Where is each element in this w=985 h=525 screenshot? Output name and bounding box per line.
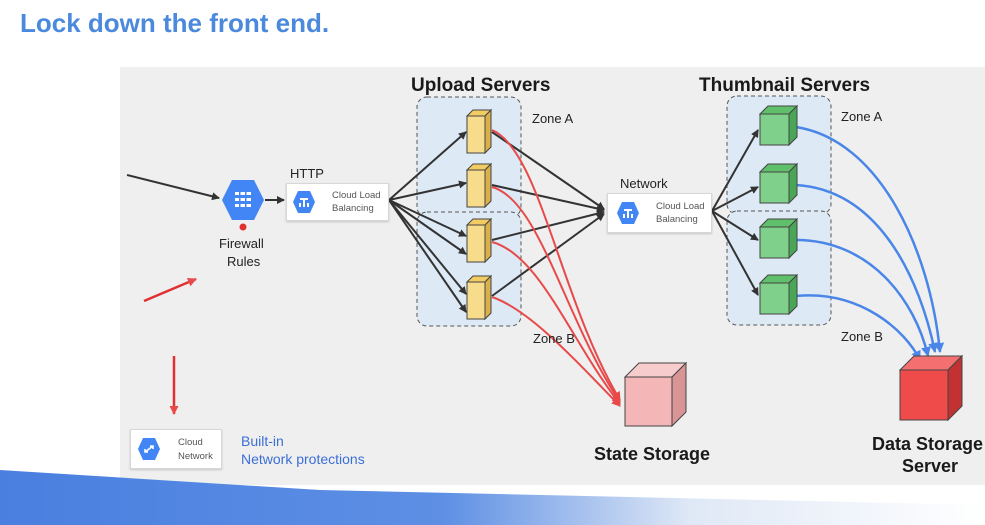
thumbnail-server-4 [758,273,799,316]
network-lb-text-line2: Balancing [656,214,698,225]
load-balancer-icon [293,191,315,213]
firewall-label-line1: Firewall [219,236,264,251]
upload-server-4 [465,274,493,321]
load-balancer-icon [617,202,639,224]
lb-to-upload-arrows [388,131,467,313]
http-lb-text-line1: Cloud Load [332,190,381,201]
upload-servers-heading: Upload Servers [411,75,551,96]
state-storage-cube [623,361,688,428]
cloud-network-text-line2: Network [178,451,213,462]
cursor-dot [239,223,247,231]
thumbnail-server-1 [758,104,799,147]
http-load-balancer-card[interactable]: Cloud Load Balancing [286,183,389,221]
http-lb-text-line2: Balancing [332,203,374,214]
builtin-label-line1: Built-in [241,433,284,449]
cloud-network-text-line1: Cloud [178,437,203,448]
annotation-arrow-diagonal [143,277,197,303]
network-lb-to-thumb-arrows [711,129,759,296]
data-storage-label-line1: Data Storage [872,434,984,454]
diagram-panel [120,67,985,485]
firewall-label-line2: Rules [227,254,261,269]
cloud-network-icon [138,438,160,460]
slide-title: Lock down the front end. [20,8,330,38]
thumbnail-server-3 [758,217,799,260]
upload-server-1 [465,108,493,155]
thumb-to-data-storage-arrows [795,125,945,361]
thumb-zone-b-label: Zone B [841,329,883,344]
incoming-traffic-arrow [126,174,220,201]
network-lb-text-line1: Cloud Load [656,201,705,212]
network-load-balancer-card[interactable]: Cloud Load Balancing [607,193,712,233]
builtin-label-line2: Network protections [241,451,365,467]
thumbnail-servers-heading: Thumbnail Servers [699,75,871,96]
upload-server-3 [465,217,493,264]
cloud-network-card[interactable]: Cloud Network [130,429,222,469]
upload-server-2 [465,162,493,209]
bottom-accent-bar [0,470,985,525]
http-label: HTTP [290,166,324,181]
firewall-icon [222,180,264,220]
thumbnail-server-2 [758,162,799,205]
data-storage-label-line2: Server [902,456,959,476]
upload-zone-b-label: Zone B [533,331,575,346]
data-storage-cube [898,354,964,422]
upload-zone-a-label: Zone A [532,111,574,126]
state-storage-label: State Storage [594,444,711,464]
network-label: Network [620,176,668,191]
upload-to-state-storage-arrows [491,129,621,407]
thumb-zone-a-label: Zone A [841,109,883,124]
